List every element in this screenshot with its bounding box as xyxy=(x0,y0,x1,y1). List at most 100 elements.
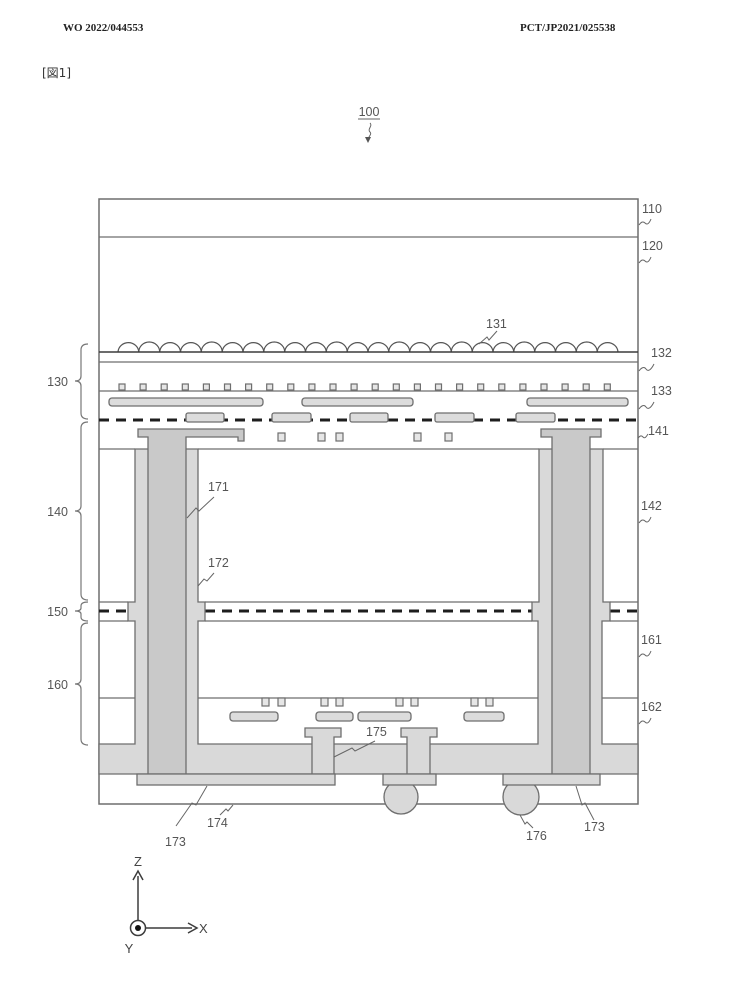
light-shield-square xyxy=(477,383,485,391)
label-176: 176 xyxy=(526,829,547,843)
microlens xyxy=(221,342,244,353)
leader-120 xyxy=(638,256,652,264)
label-120: 120 xyxy=(642,239,663,253)
contact-square xyxy=(395,697,404,707)
device-ref-label: 100 xyxy=(359,105,380,119)
label-175: 175 xyxy=(366,725,387,739)
light-shield-square xyxy=(582,383,590,391)
brace-150 xyxy=(74,601,89,622)
label-161: 161 xyxy=(641,633,662,647)
label-142: 142 xyxy=(641,499,662,513)
contact-square xyxy=(444,432,453,442)
microlens xyxy=(450,341,473,353)
contact-square xyxy=(277,697,286,707)
label-174: 174 xyxy=(207,816,228,830)
through-via-left xyxy=(137,428,245,775)
label-110: 110 xyxy=(642,202,662,216)
leader-161 xyxy=(638,650,652,658)
microlens xyxy=(159,342,182,353)
microlens xyxy=(242,342,265,353)
leader-172 xyxy=(197,572,215,587)
microlens xyxy=(492,342,515,353)
microlens xyxy=(388,341,411,353)
microlens xyxy=(138,341,161,353)
group-braces: 130 140 150 160 xyxy=(47,343,89,746)
wiring-bar xyxy=(357,711,412,722)
microlens xyxy=(575,341,598,353)
leader-176 xyxy=(519,814,534,829)
contact-square xyxy=(335,697,344,707)
light-shield-square xyxy=(561,383,569,391)
microlens xyxy=(200,341,223,353)
light-shield-square xyxy=(434,383,443,391)
x-axis-arrowhead xyxy=(187,922,199,934)
leader-173-right xyxy=(575,785,595,821)
label-133: 133 xyxy=(651,384,672,398)
contact-square xyxy=(261,697,270,707)
light-shield-square xyxy=(223,383,232,391)
device-cross-section xyxy=(98,198,639,816)
wiring-bar xyxy=(108,397,264,407)
bonding-pad xyxy=(515,412,556,423)
wiring-bar xyxy=(526,397,629,407)
brace-140 xyxy=(74,421,89,601)
x-axis-label: X xyxy=(199,921,208,936)
wiring-bar xyxy=(301,397,414,407)
bonding-pad xyxy=(185,412,225,423)
leader-141 xyxy=(637,433,649,439)
light-shield-square xyxy=(118,383,126,391)
rewiring-pad-left xyxy=(136,773,336,786)
label-150: 150 xyxy=(47,605,68,619)
light-shield-square xyxy=(456,383,464,391)
device-ref-arrowhead xyxy=(365,137,371,143)
light-shield-square xyxy=(392,383,400,391)
wiring-bar xyxy=(229,711,279,722)
microlens xyxy=(409,342,432,353)
label-131: 131 xyxy=(486,317,507,331)
leader-110 xyxy=(638,218,652,226)
label-130: 130 xyxy=(47,375,68,389)
contact-square xyxy=(320,697,329,707)
light-shield-square xyxy=(160,383,168,391)
contact-square xyxy=(485,697,494,707)
microlens xyxy=(263,341,286,353)
bonding-pad xyxy=(434,412,475,423)
microlens xyxy=(304,342,327,353)
microlens xyxy=(596,342,619,353)
leader-131 xyxy=(478,330,498,345)
contact-square xyxy=(317,432,326,442)
z-axis-label: Z xyxy=(134,854,142,869)
y-axis-label: Y xyxy=(125,941,134,956)
bonding-pad xyxy=(349,412,389,423)
z-axis-arrowhead xyxy=(132,869,144,881)
publication-number: WO 2022/044553 xyxy=(63,22,144,34)
label-160: 160 xyxy=(47,678,68,692)
microlens xyxy=(513,341,536,353)
light-shield-square xyxy=(603,383,611,391)
leader-174 xyxy=(219,804,234,816)
device-reference: 100 xyxy=(358,105,380,143)
contact-square xyxy=(277,432,286,442)
component-labels: 131 171 172 173 174 175 176 173 xyxy=(165,317,605,849)
figure-label: [図1] xyxy=(42,66,71,80)
light-shield-square xyxy=(308,383,316,391)
microlens-array xyxy=(117,341,619,353)
microlens xyxy=(179,342,202,353)
light-shield-square xyxy=(245,383,253,391)
y-axis-dot xyxy=(135,925,141,931)
contact-square xyxy=(335,432,344,442)
label-172: 172 xyxy=(208,556,229,570)
leader-171 xyxy=(186,496,215,519)
device-ref-leader xyxy=(367,122,372,140)
label-141: 141 xyxy=(648,424,669,438)
light-shield-square xyxy=(266,383,274,391)
microlens xyxy=(346,342,369,353)
label-173-left: 173 xyxy=(165,835,186,849)
contact-square xyxy=(410,697,419,707)
leader-173-left xyxy=(175,785,208,827)
light-shield-square xyxy=(519,383,527,391)
leader-162 xyxy=(638,717,652,725)
bonding-pad xyxy=(271,412,312,423)
light-shield-square xyxy=(329,383,337,391)
